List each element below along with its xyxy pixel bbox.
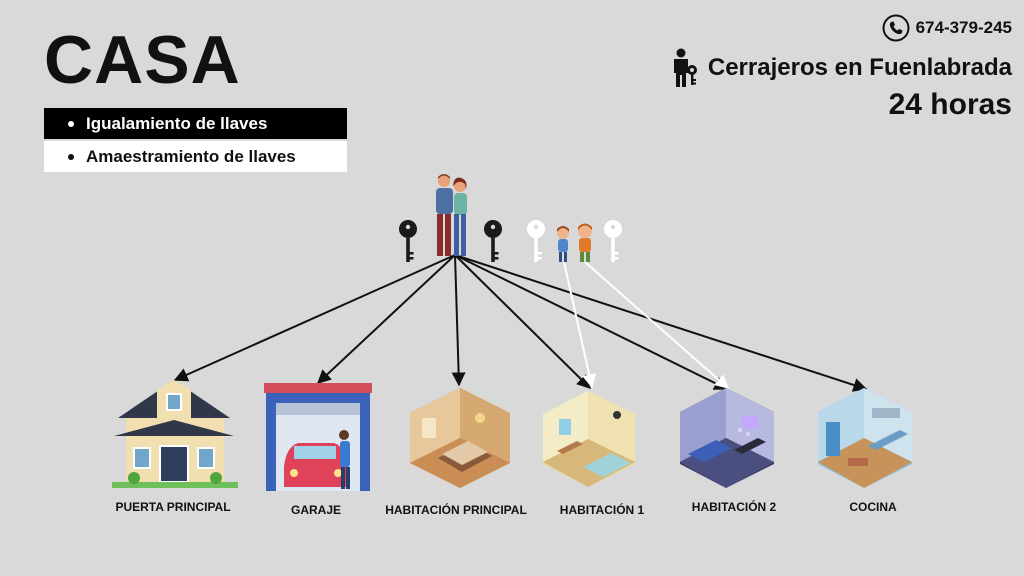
arrow-garaje — [316, 254, 456, 384]
house-icon — [112, 380, 238, 488]
service-list: Igualamiento de llaves Amaestramiento de… — [44, 108, 347, 172]
room-label-habitacion-1: HABITACIÓN 1 — [559, 503, 645, 517]
white-key-icon — [604, 220, 622, 262]
kitchen-icon — [818, 388, 912, 488]
master-bedroom-icon — [410, 388, 510, 488]
room-label-habitacion-2: HABITACIÓN 2 — [691, 500, 777, 514]
child-key-arrows — [563, 261, 730, 389]
page-title: CASA — [44, 22, 241, 98]
service-item: Amaestramiento de llaves — [44, 141, 347, 172]
bullet-icon — [68, 120, 74, 127]
arrow-hab-principal — [451, 254, 466, 387]
service-label: Igualamiento de llaves — [86, 113, 268, 133]
bedroom-1-icon — [543, 391, 635, 487]
garage-icon — [264, 383, 372, 491]
hours-text: 24 horas — [888, 88, 1012, 121]
arrow-puerta — [173, 254, 456, 382]
room-label-habitacion-principal: HABITACIÓN PRINCIPAL — [385, 503, 527, 517]
arrow-hab-1 — [454, 254, 591, 389]
white-key-icon — [527, 220, 545, 262]
service-item: Igualamiento de llaves — [44, 108, 347, 139]
company-name: Cerrajeros en Fuenlabrada — [707, 54, 1012, 81]
black-key-icon — [399, 220, 417, 262]
arrow-cocina — [454, 254, 868, 392]
room-label-cocina: COCINA — [849, 500, 897, 514]
black-key-icon — [484, 220, 502, 262]
phone-row[interactable]: 674-379-245 — [670, 14, 1012, 42]
children-icon — [557, 223, 592, 262]
arrow-hab-2 — [454, 254, 729, 390]
arrow-child-hab-2 — [584, 261, 730, 389]
service-label: Amaestramiento de llaves — [86, 146, 296, 166]
company-row: Cerrajeros en Fuenlabrada — [670, 48, 1012, 88]
room-label-puerta-principal: PUERTA PRINCIPAL — [115, 500, 231, 514]
parents-icon — [436, 174, 467, 256]
arrow-child-hab-1 — [563, 261, 597, 389]
bedroom-2-icon — [680, 388, 774, 488]
bullet-icon — [68, 153, 74, 160]
master-key-arrows — [173, 254, 868, 392]
locksmith-icon — [673, 48, 697, 87]
phone-number: 674-379-245 — [915, 18, 1012, 37]
room-label-garaje: GARAJE — [290, 503, 342, 517]
phone-icon — [882, 14, 910, 42]
contact-block: 674-379-245 Cerrajeros en Fuenlabrada 24… — [670, 14, 1012, 122]
